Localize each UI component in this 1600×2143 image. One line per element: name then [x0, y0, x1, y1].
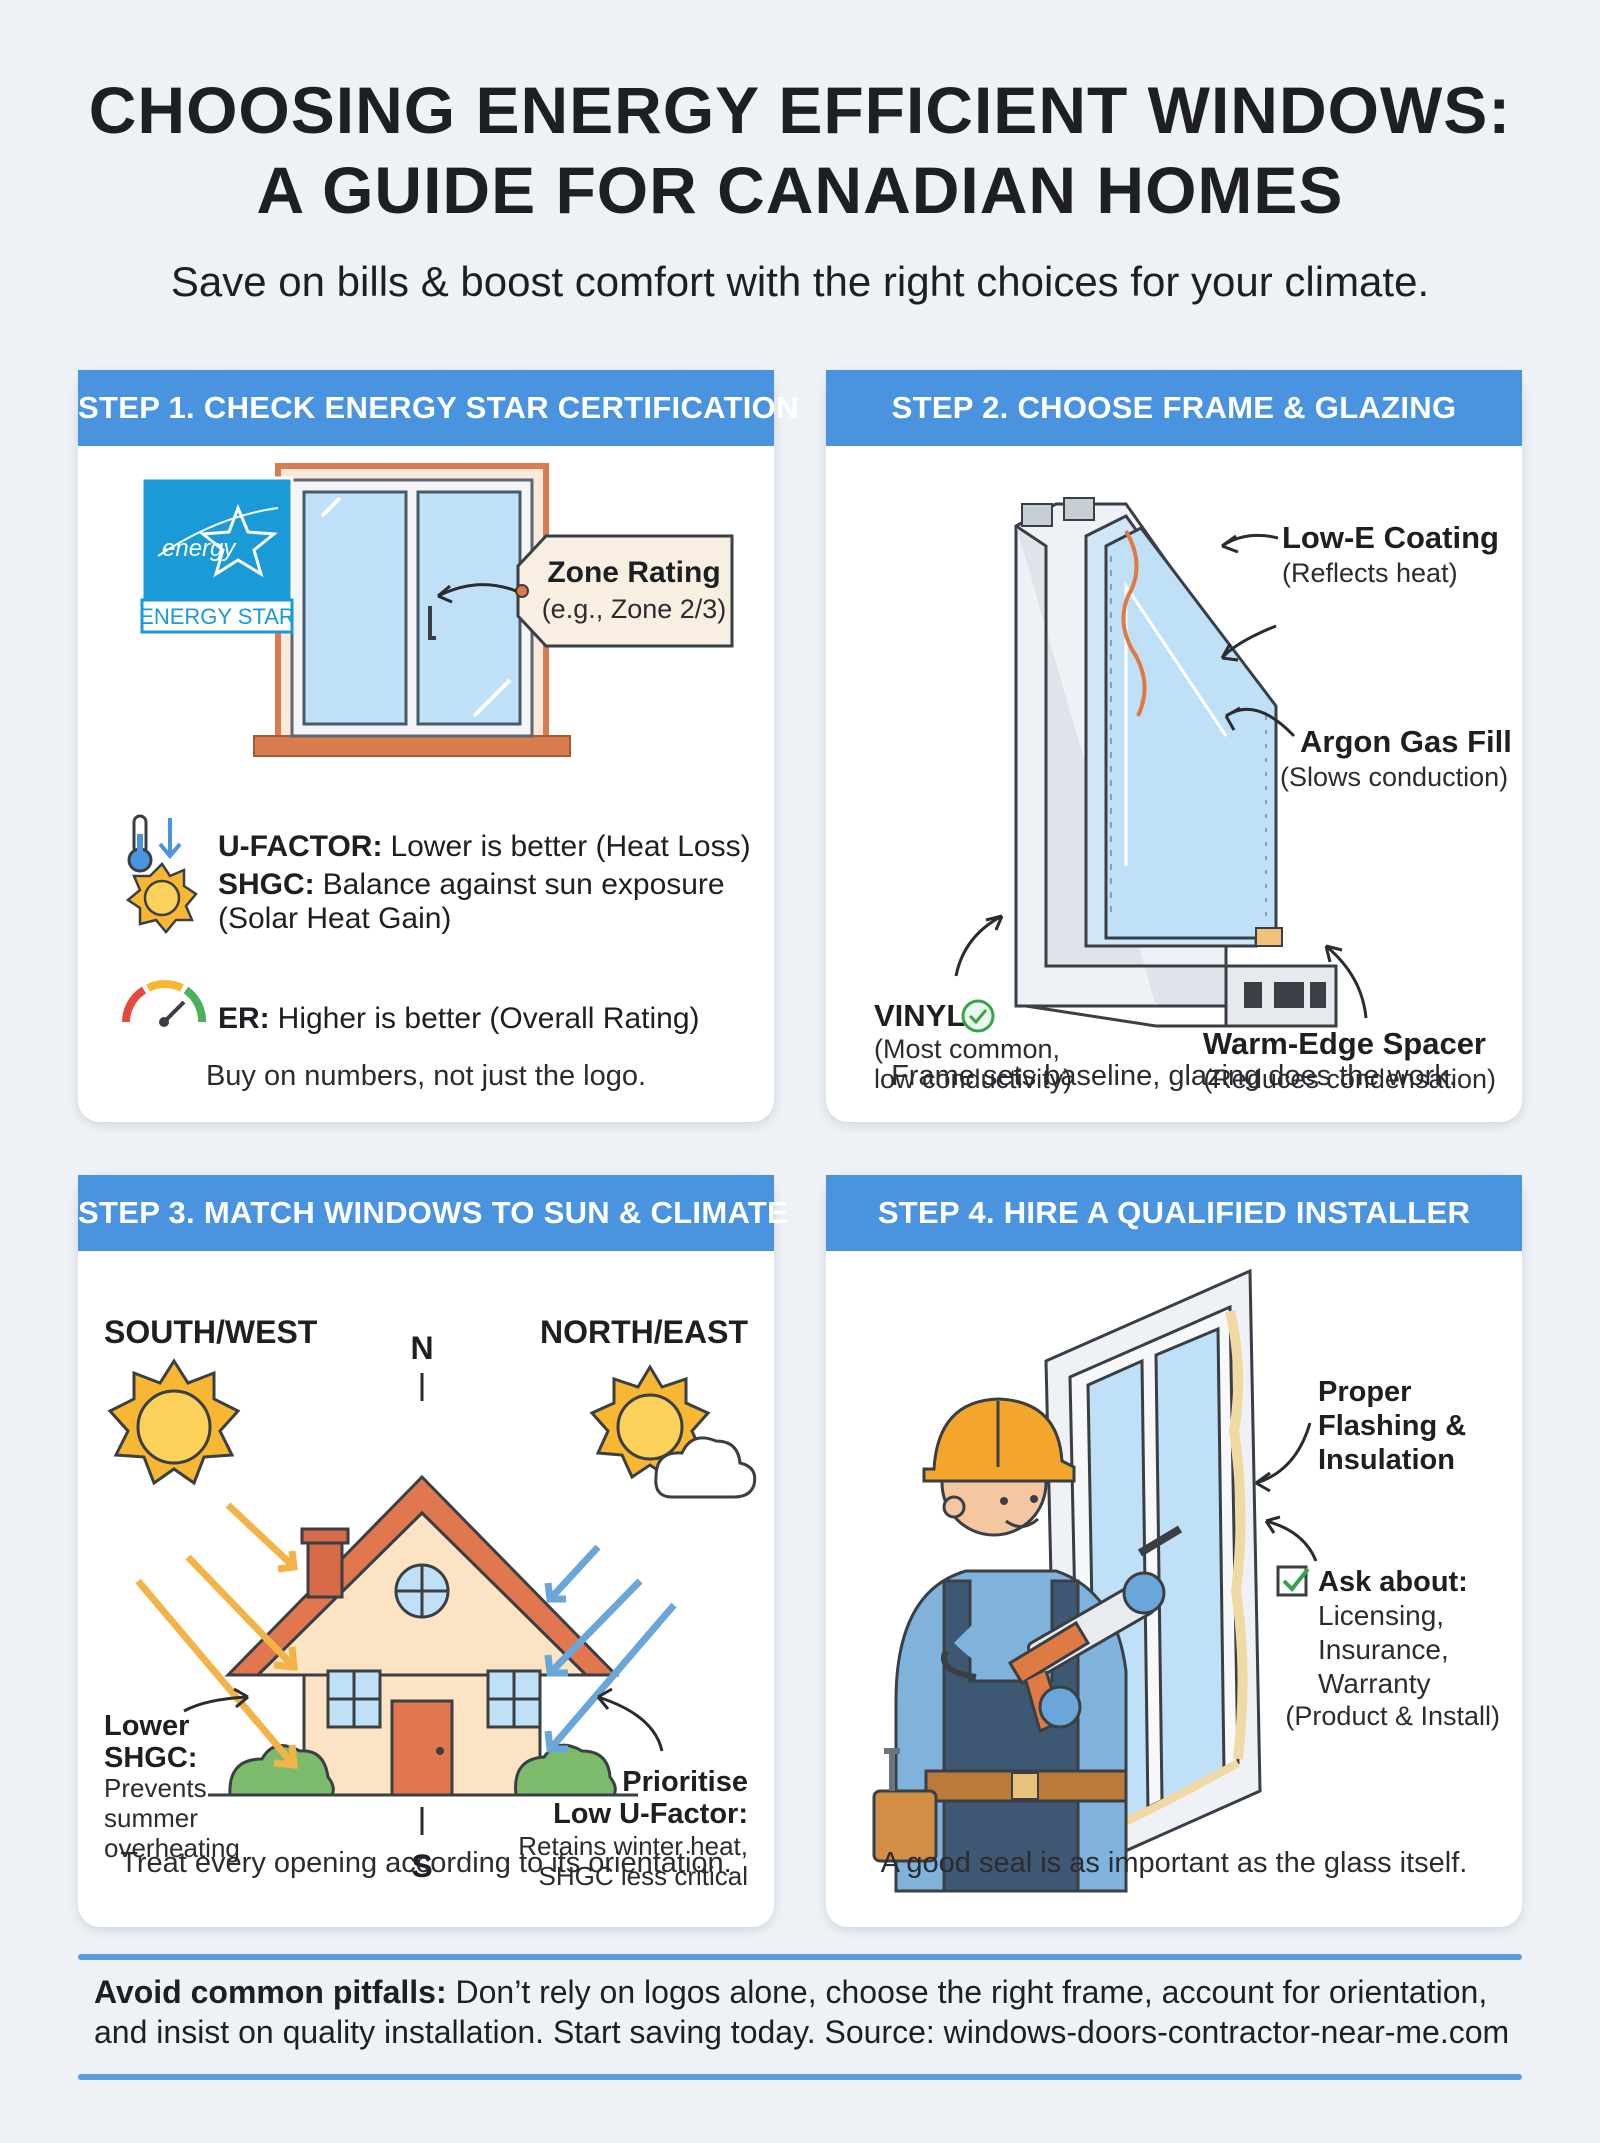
ask-item-1: Licensing, — [1318, 1600, 1444, 1631]
energy-star-logo: energy ENERGY STAR — [139, 476, 295, 634]
south-label: S — [411, 1848, 432, 1884]
argon-title: Argon Gas Fill — [1300, 724, 1512, 759]
shgc-label: SHGC: — [218, 868, 315, 901]
house-icon — [208, 1474, 638, 1797]
energy-star-text: ENERGY STAR — [139, 604, 295, 629]
title-line-1: CHOOSING ENERGY EFFICIENT WINDOWS: — [88, 73, 1512, 147]
vinyl-subtitle-1: (Most common, — [874, 1034, 1060, 1064]
step4-tagline: A good seal is as important as the glass… — [880, 1847, 1468, 1879]
step3-heading: STEP 3. MATCH WINDOWS TO SUN & CLIMATE — [78, 1175, 788, 1251]
footer-divider-top — [78, 1954, 1522, 1960]
sun-cloud-icon — [589, 1364, 757, 1499]
vinyl-subtitle-2: low conductivity) — [874, 1064, 1072, 1094]
step4-heading: STEP 4. HIRE A QUALIFIED INSTALLER — [826, 1175, 1522, 1251]
zone-subtitle: (e.g., Zone 2/3) — [542, 594, 727, 624]
cool-arrows — [544, 1544, 677, 1753]
energy-star-script: energy — [162, 535, 237, 562]
step3-illustration: SOUTH/WEST NORTH/EAST N S — [104, 1314, 757, 1891]
sun-icon — [125, 862, 198, 934]
step2-tagline: Frame sets baseline, glazing does the wo… — [891, 1060, 1457, 1092]
footer-line-1: Don’t rely on logos alone, choose the ri… — [455, 1974, 1488, 2010]
ask-item-4: (Product & Install) — [1285, 1701, 1500, 1731]
footer-divider-bottom — [78, 2074, 1522, 2080]
low-u-title-2: Low U-Factor: — [553, 1798, 748, 1830]
lower-shgc-sub-1: Prevents — [104, 1773, 207, 1803]
ask-about-title: Ask about: — [1318, 1566, 1468, 1598]
lower-shgc-title-1: Lower — [104, 1710, 189, 1742]
low-e-subtitle: (Reflects heat) — [1282, 558, 1458, 588]
checkbox-icon — [1276, 1565, 1310, 1597]
check-circle-icon — [961, 999, 995, 1033]
title-line-2: A GUIDE FOR CANADIAN HOMES — [256, 153, 1344, 227]
ask-item-2: Insurance, — [1318, 1634, 1449, 1665]
step4-illustration: Proper Flashing & Insulation Ask about: … — [872, 1268, 1500, 1893]
flashing-line-2: Flashing & — [1318, 1410, 1466, 1442]
step1-card: STEP 1. CHECK ENERGY STAR CERTIFICATION … — [78, 370, 798, 1122]
lower-shgc-sub-2: summer — [104, 1803, 198, 1833]
gauge-icon — [122, 980, 206, 1027]
ask-item-3: Warranty — [1318, 1668, 1431, 1699]
step2-card: STEP 2. CHOOSE FRAME & GLAZING — [826, 370, 1522, 1122]
thermometer-arrow-icon — [127, 814, 182, 873]
north-east-label: NORTH/EAST — [540, 1314, 748, 1350]
flashing-line-3: Insulation — [1318, 1444, 1455, 1476]
zone-rating-tag: Zone Rating (e.g., Zone 2/3) — [437, 534, 734, 648]
er-row: ER:Higher is better (Overall Rating) — [218, 1002, 700, 1035]
sun-icon — [107, 1358, 241, 1486]
step3-tagline: Treat every opening according to its ori… — [120, 1847, 732, 1879]
window-icon — [253, 463, 571, 757]
north-label: N — [410, 1330, 433, 1366]
er-text: Higher is better (Overall Rating) — [278, 1002, 700, 1035]
window-section-icon — [1014, 497, 1338, 1028]
page-subtitle: Save on bills & boost comfort with the r… — [170, 258, 1430, 305]
page-title: CHOOSING ENERGY EFFICIENT WINDOWS: A GUI… — [0, 70, 1600, 230]
shgc-text-2: (Solar Heat Gain) — [218, 902, 451, 935]
warm-sun-arrows — [135, 1502, 298, 1769]
step1-illustration: energy ENERGY STAR Zone Rating (e.g., Zo… — [122, 463, 751, 1035]
argon-subtitle: (Slows conduction) — [1280, 762, 1508, 792]
zone-title: Zone Rating — [547, 556, 720, 589]
vinyl-arrow — [954, 914, 1003, 977]
south-west-label: SOUTH/WEST — [104, 1314, 318, 1350]
step2-illustration: Low-E Coating (Reflects heat) Argon Gas … — [874, 497, 1512, 1094]
u-factor-text: Lower is better (Heat Loss) — [390, 830, 750, 863]
low-u-sub-2: SHGC less critical — [539, 1861, 748, 1891]
lower-shgc-title-2: SHGC: — [104, 1742, 197, 1774]
er-label: ER: — [218, 1002, 270, 1035]
low-u-sub-1: Retains winter heat, — [518, 1831, 748, 1861]
footer-bold: Avoid common pitfalls: — [94, 1974, 447, 2010]
u-factor-label: U-FACTOR: — [218, 830, 382, 863]
spacer-title: Warm-Edge Spacer — [1203, 1026, 1486, 1061]
shgc-row: SHGC:Balance against sun exposure — [218, 868, 725, 901]
shgc-text: Balance against sun exposure — [323, 868, 725, 901]
low-u-title-1: Prioritise — [622, 1766, 748, 1798]
footer-note: Avoid common pitfalls: Don’t rely on log… — [94, 1972, 1534, 2052]
installer-worker-icon — [872, 1397, 1183, 1893]
step1-tagline: Buy on numbers, not just the logo. — [205, 1060, 647, 1092]
footer-line-2: and insist on quality installation. Star… — [94, 2014, 1510, 2050]
low-e-title: Low-E Coating — [1282, 520, 1499, 555]
spacer-subtitle: (Reduces condensation) — [1203, 1064, 1496, 1094]
u-factor-row: U-FACTOR:Lower is better (Heat Loss) — [218, 830, 751, 863]
flashing-line-1: Proper — [1318, 1376, 1411, 1408]
spacer-arrow — [1325, 944, 1368, 1019]
lower-shgc-sub-3: overheating — [104, 1833, 240, 1863]
step4-card: STEP 4. HIRE A QUALIFIED INSTALLER — [826, 1175, 1522, 1927]
step2-heading: STEP 2. CHOOSE FRAME & GLAZING — [826, 370, 1522, 446]
vinyl-title: VINYL — [874, 998, 965, 1033]
step3-card: STEP 3. MATCH WINDOWS TO SUN & CLIMATE S… — [78, 1175, 788, 1927]
step1-heading: STEP 1. CHECK ENERGY STAR CERTIFICATION — [78, 370, 798, 446]
